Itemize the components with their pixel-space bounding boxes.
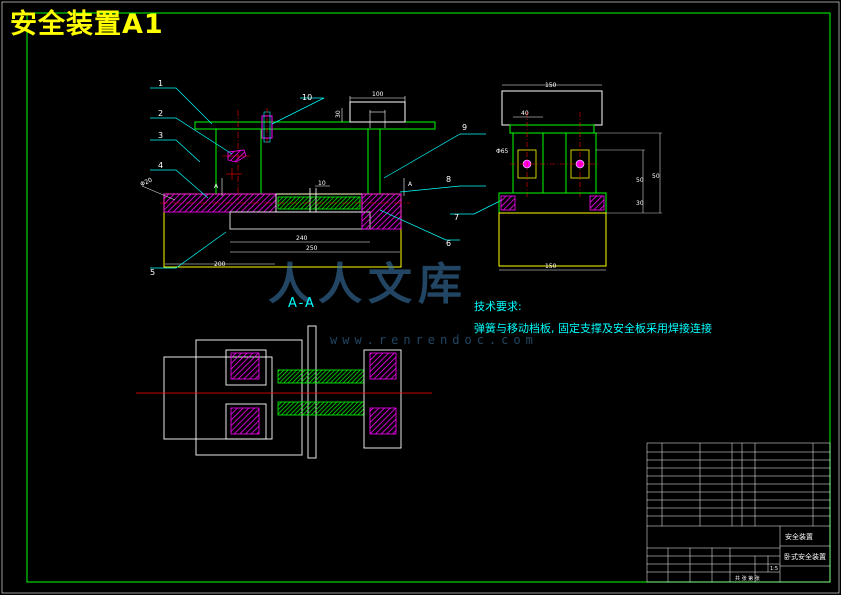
callout-6: 6 — [446, 239, 451, 248]
dim-100: 100 — [372, 91, 384, 98]
watermark-text: 人人文库 — [268, 259, 468, 310]
dim-30-side: 30 — [636, 200, 644, 207]
title-block — [646, 442, 831, 583]
front-top-block — [349, 101, 406, 123]
section-mark-b: A — [408, 181, 413, 188]
leaders — [150, 87, 503, 269]
side-top-block — [501, 90, 603, 126]
title-block-scale: 1:5 — [770, 566, 779, 572]
callout-1: 1 — [158, 79, 163, 88]
dimension-labels: 100 30 10 240 250 200 Φ20 150 40 150 50 … — [139, 82, 660, 270]
front-view — [141, 96, 436, 268]
callout-numbers: 1 2 3 4 5 6 7 8 9 10 — [150, 79, 467, 277]
dim-50-a: 50 — [652, 173, 660, 180]
dim-240: 240 — [296, 235, 308, 242]
callout-2: 2 — [158, 109, 163, 118]
dim-150-bottom: 150 — [545, 263, 557, 270]
drawing-frame — [26, 12, 831, 583]
callout-3: 3 — [158, 131, 163, 140]
dim-phi65: Φ65 — [496, 148, 509, 155]
dim-250: 250 — [306, 245, 318, 252]
callout-9: 9 — [462, 123, 467, 132]
callout-4: 4 — [158, 161, 163, 170]
title-block-project: 卧式安全装置 — [784, 553, 826, 561]
dim-50-b: 50 — [636, 177, 644, 184]
side-view — [498, 84, 662, 271]
dim-40: 40 — [521, 110, 529, 117]
front-left-post — [215, 128, 262, 195]
front-top-bar — [194, 121, 436, 130]
tech-requirements-heading: 技术要求: — [474, 300, 522, 313]
dim-150-top: 150 — [545, 82, 557, 89]
section-spring-top — [277, 369, 365, 384]
section-spring-bottom — [277, 401, 365, 416]
section-mark-a: A — [214, 183, 219, 190]
dim-200: 200 — [214, 261, 226, 268]
front-right-post — [367, 128, 381, 195]
callout-10: 10 — [302, 93, 312, 102]
dim-phi20: Φ20 — [139, 177, 153, 189]
dim-10: 10 — [318, 180, 326, 187]
callout-5: 5 — [150, 268, 155, 277]
section-label: A-A — [288, 296, 316, 311]
watermark-url: www.renrendoc.com — [330, 333, 538, 347]
section-view — [136, 325, 432, 459]
drawing-title: 安全装置A1 — [10, 9, 164, 40]
callout-7: 7 — [454, 213, 459, 222]
title-block-sheet: 共 张 第 张 — [735, 576, 760, 582]
title-block-drawing-name: 安全装置 — [785, 533, 813, 541]
callout-8: 8 — [446, 175, 451, 184]
dim-30: 30 — [335, 110, 342, 118]
tech-requirements-body: 弹簧与移动档板, 固定支撑及安全板采用焊接连接 — [474, 322, 712, 335]
